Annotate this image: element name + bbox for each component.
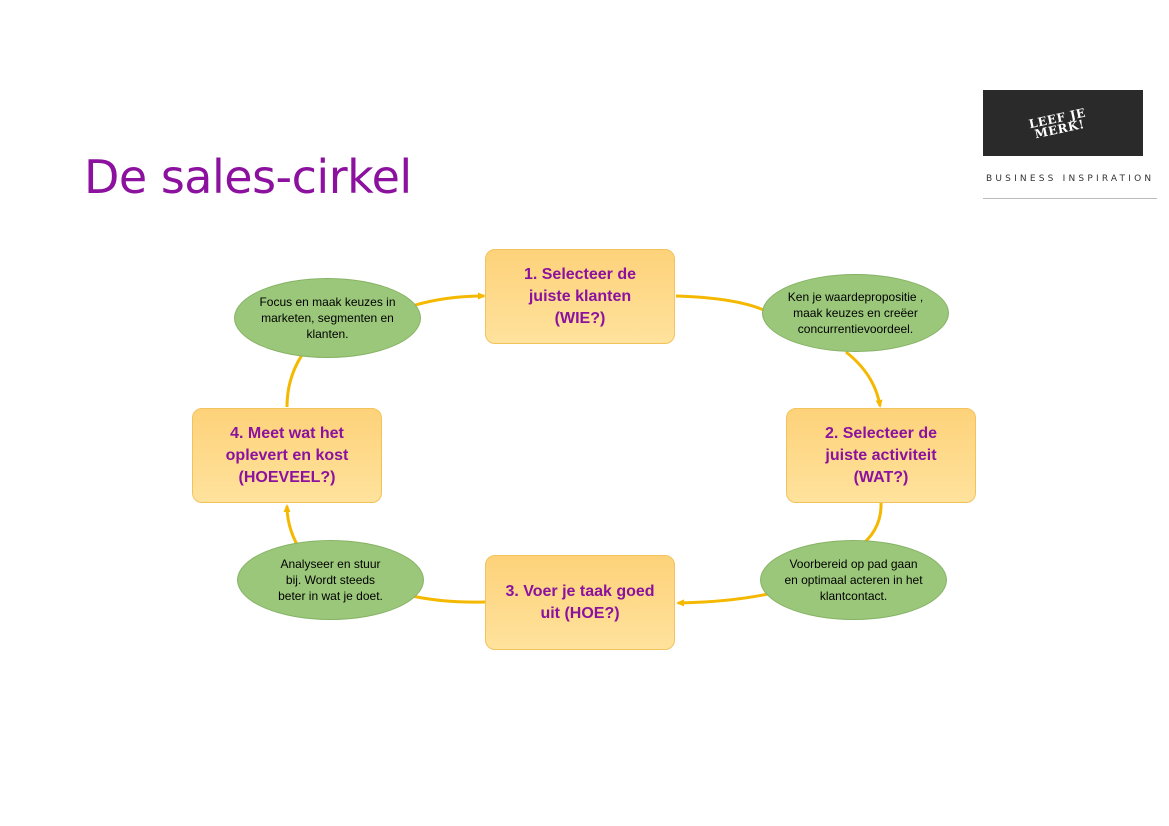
arrow-step3-to-note4 (411, 594, 486, 604)
header-divider (983, 198, 1157, 199)
step-3-execute-task: 3. Voer je taak goed uit (HOE?) (485, 555, 675, 650)
step-2-select-activity: 2. Selecteer de juiste activiteit (WAT?) (786, 408, 976, 503)
note-value-proposition-text: Ken je waardepropositie , maak keuzes en… (787, 290, 924, 336)
arrow-step1-to-note2 (675, 294, 769, 314)
note-focus-text: Focus en maak keuzes in marketen, segmen… (259, 295, 396, 341)
brand-tagline: BUSINESS INSPIRATION (986, 174, 1155, 184)
arrow-note3-to-step3 (676, 592, 769, 607)
step-3-label: 3. Voer je taak goed uit (HOE?) (505, 582, 655, 622)
step-4-measure: 4. Meet wat het oplevert en kost (HOEVEE… (192, 408, 382, 503)
step-1-select-customers: 1. Selecteer de juiste klanten (WIE?) (485, 249, 675, 344)
arrow-note1-to-step1 (411, 292, 486, 308)
note-prepared-text: Voorbereid op pad gaan en optimaal acter… (784, 557, 923, 603)
step-2-label: 2. Selecteer de juiste activiteit (WAT?) (824, 424, 938, 486)
note-value-proposition: Ken je waardepropositie , maak keuzes en… (762, 274, 949, 352)
step-1-label: 1. Selecteer de juiste klanten (WIE?) (523, 265, 637, 327)
note-prepared: Voorbereid op pad gaan en optimaal acter… (760, 540, 947, 620)
note-analyse: Analyseer en stuur bij. Wordt steeds bet… (237, 540, 424, 620)
brand-logo: LEEF JE MERK! (983, 90, 1143, 156)
arrow-step4-to-note1 (285, 354, 304, 408)
note-analyse-text: Analyseer en stuur bij. Wordt steeds bet… (278, 557, 383, 603)
note-focus: Focus en maak keuzes in marketen, segmen… (234, 278, 421, 358)
page-title: De sales-cirkel (84, 150, 412, 204)
step-4-label: 4. Meet wat het oplevert en kost (HOEVEE… (225, 424, 349, 486)
arrow-note2-to-step2 (845, 350, 883, 408)
